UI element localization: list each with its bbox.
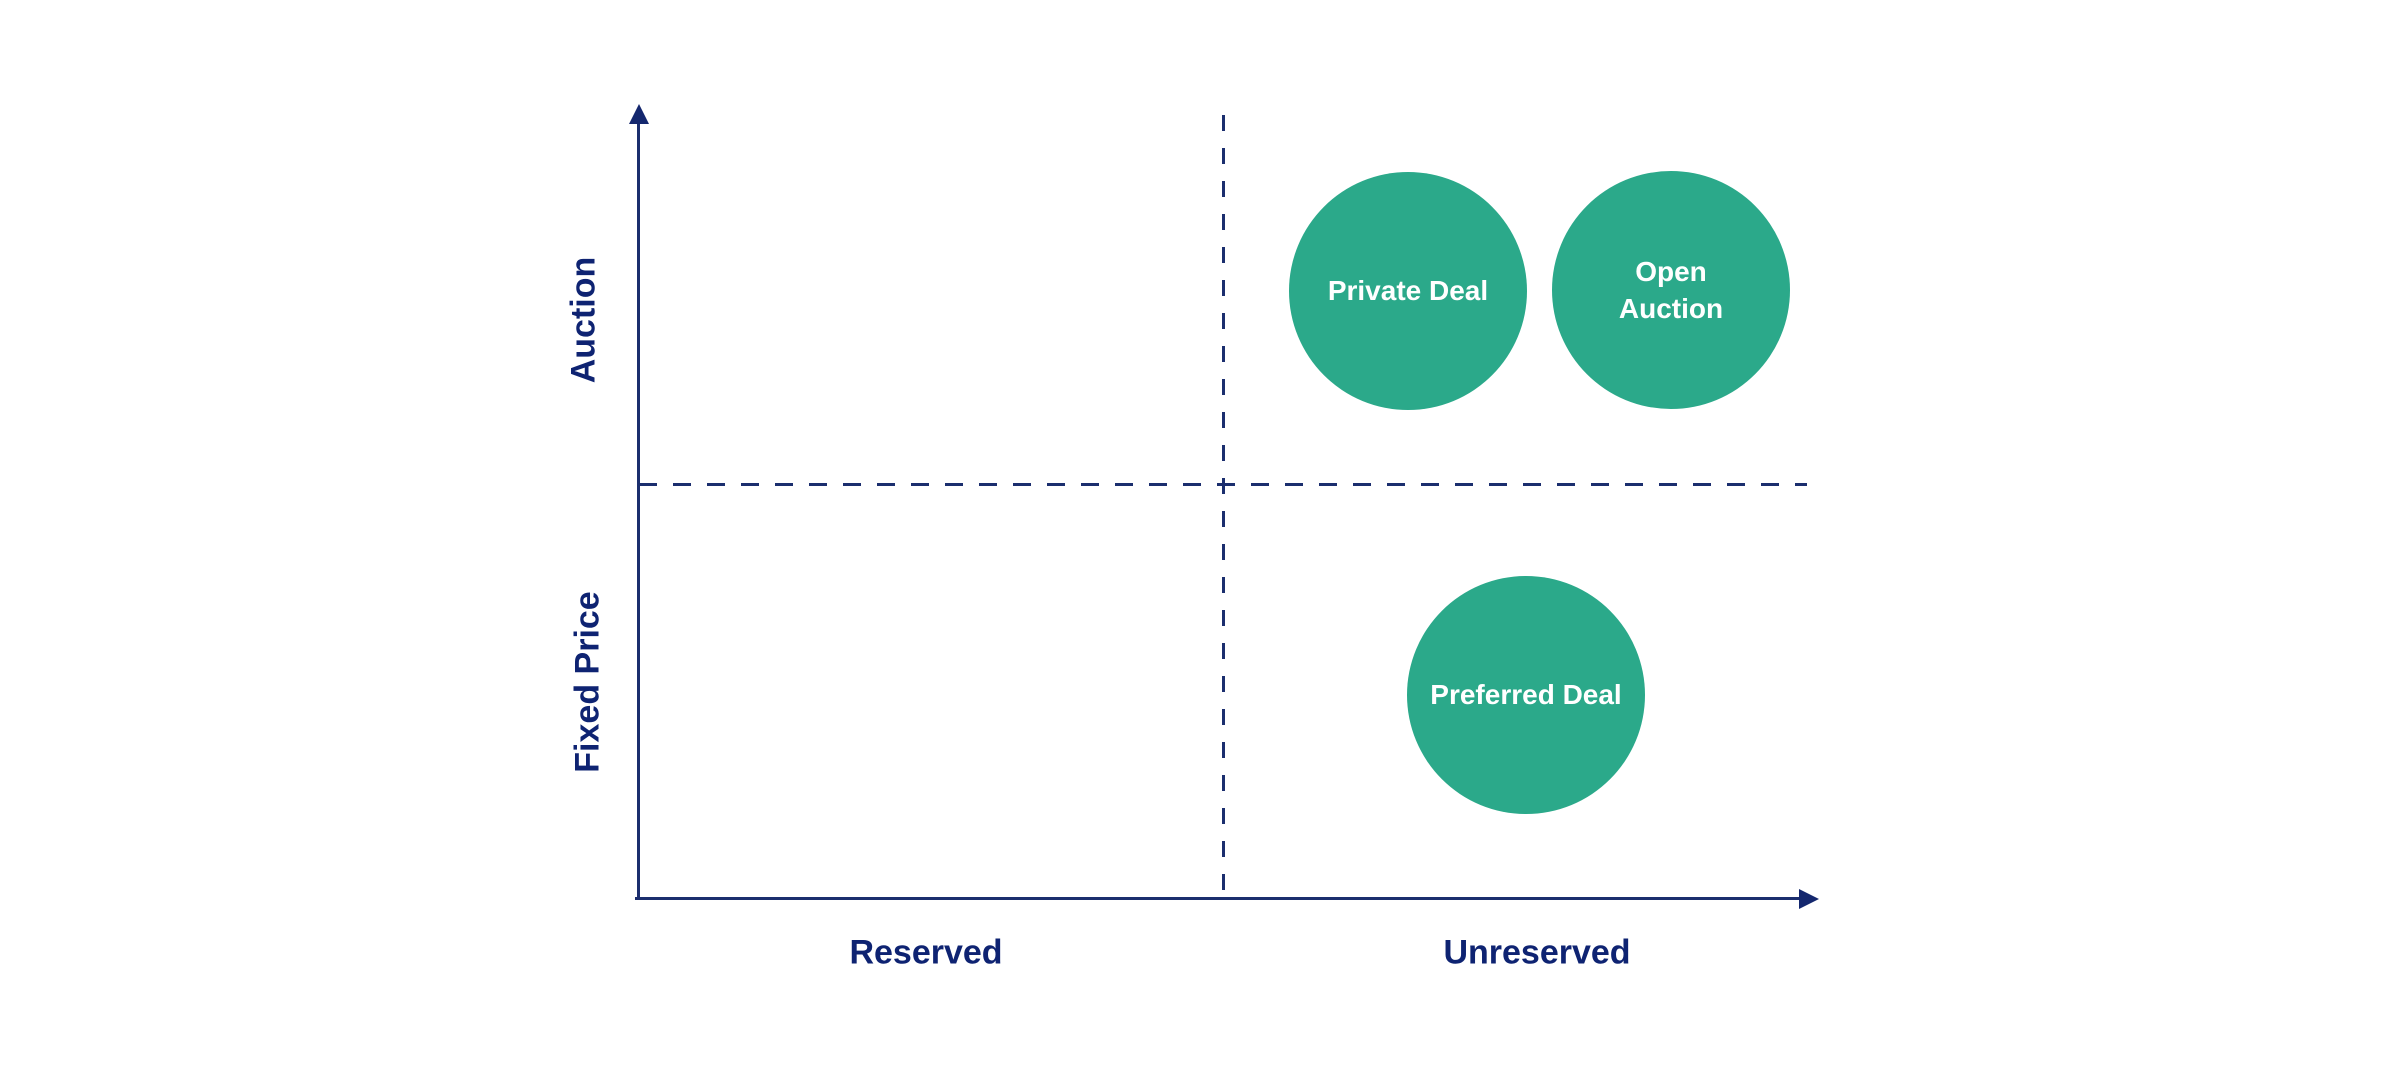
x-axis-line bbox=[635, 897, 1801, 900]
y-axis-line bbox=[637, 118, 640, 900]
bubble-open-auction-label: Open Auction bbox=[1618, 255, 1724, 324]
x-axis-label-unreserved: Unreserved bbox=[1443, 933, 1631, 972]
bubble-preferred-deal-label: Preferred Deal bbox=[1430, 679, 1622, 711]
y-axis-arrowhead-icon bbox=[629, 104, 649, 124]
x-axis-label-reserved: Reserved bbox=[849, 933, 1003, 972]
vertical-quadrant-divider bbox=[1222, 115, 1225, 902]
bubble-private-deal-label: Private Deal bbox=[1327, 275, 1489, 307]
y-axis-label-auction: Auction bbox=[564, 256, 603, 384]
bubble-preferred-deal: Preferred Deal bbox=[1407, 576, 1645, 814]
y-axis-label-fixed-price: Fixed Price bbox=[568, 591, 607, 773]
bubble-private-deal: Private Deal bbox=[1289, 172, 1527, 410]
bubble-open-auction: Open Auction bbox=[1552, 171, 1790, 409]
x-axis-arrowhead-icon bbox=[1799, 889, 1819, 909]
